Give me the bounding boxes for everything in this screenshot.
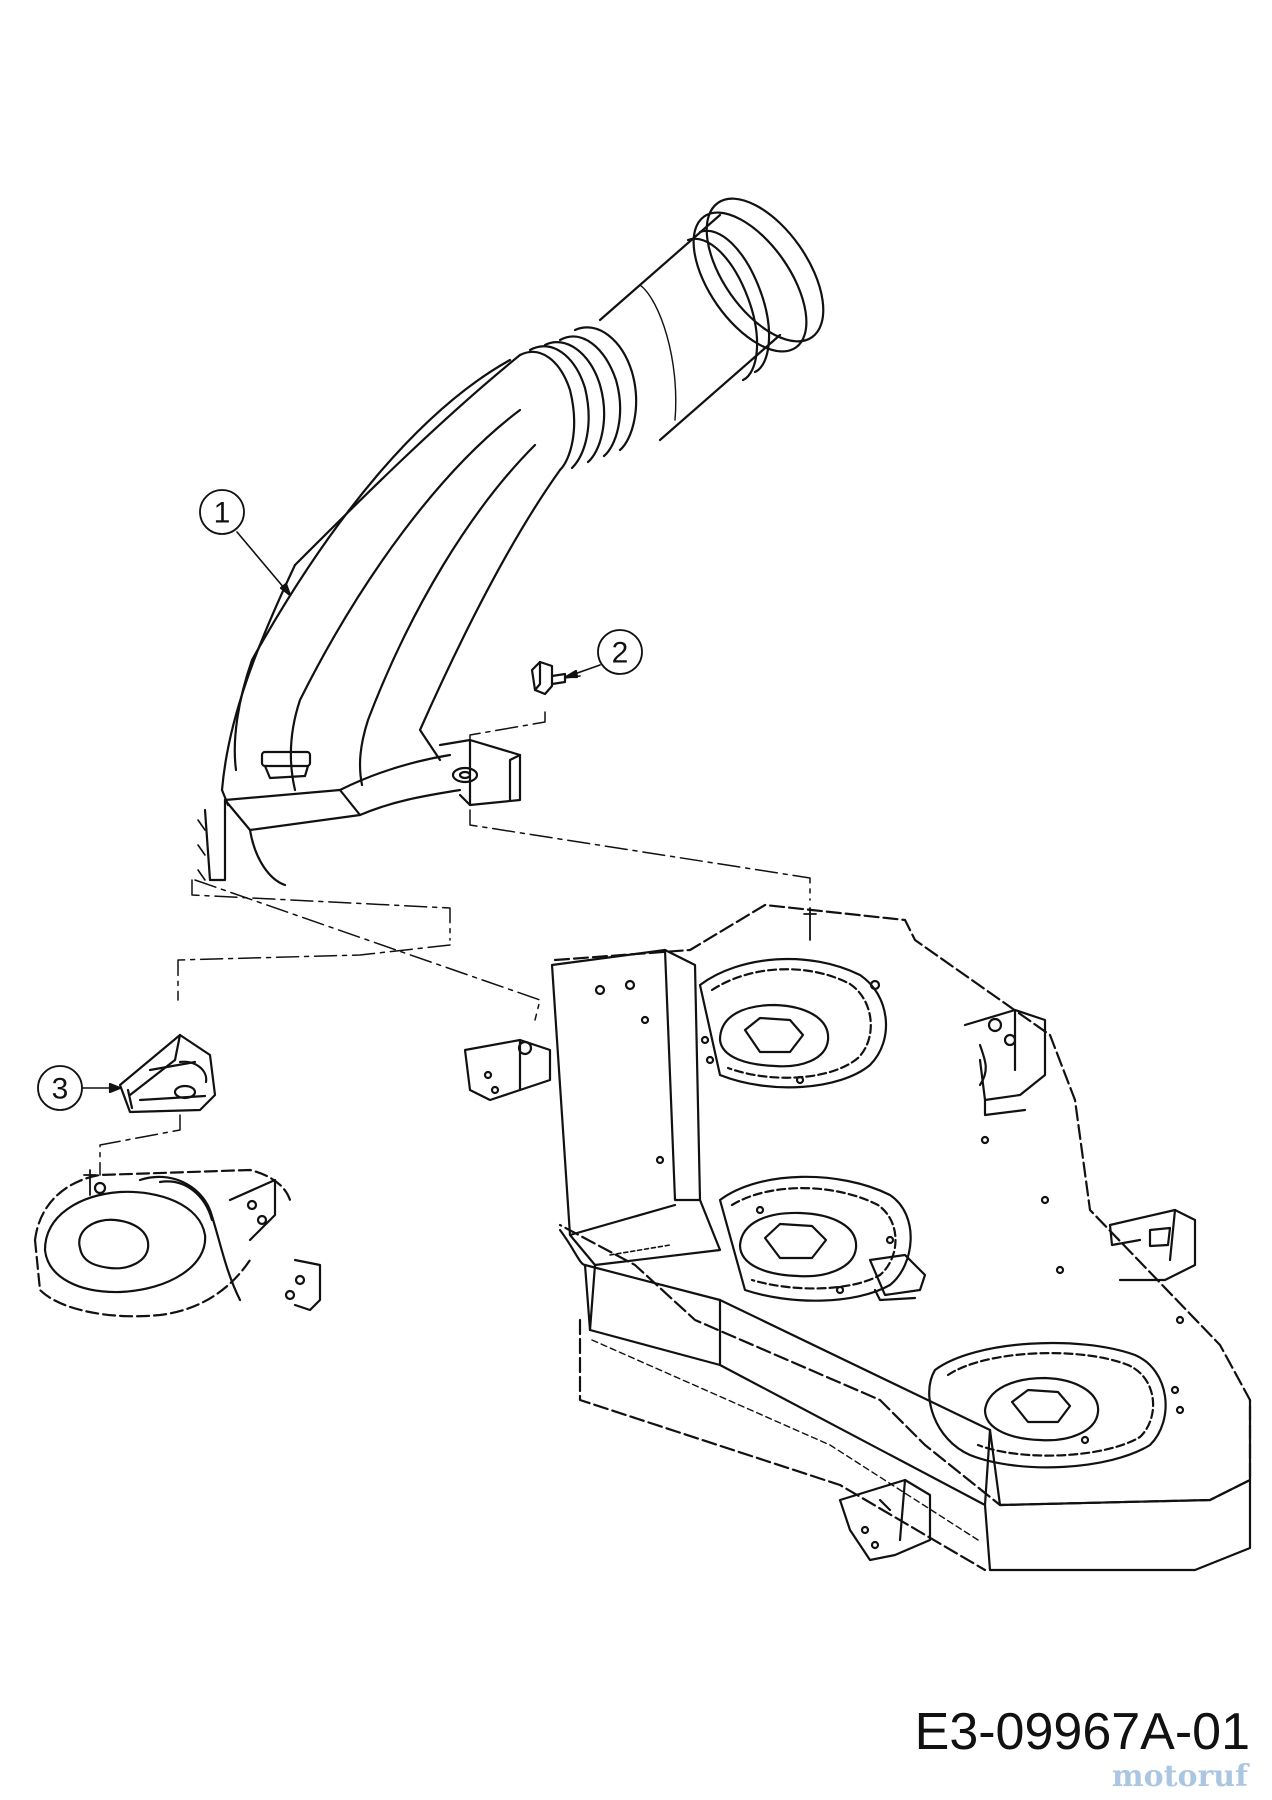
deck-detail-left <box>33 1168 322 1318</box>
callout-1: 1 <box>199 489 245 535</box>
callout-1-number: 1 <box>214 497 231 530</box>
callout-2-number: 2 <box>612 637 629 670</box>
callout-2-leader <box>564 664 601 679</box>
callout-3: 3 <box>37 1065 83 1111</box>
chute-bracket <box>118 1033 217 1114</box>
callout-3-number: 3 <box>52 1073 69 1106</box>
callout-2: 2 <box>597 629 643 675</box>
drawing-number: E3-09967A-01 <box>914 1703 1250 1761</box>
discharge-chute <box>197 197 825 887</box>
callout-3-leader <box>81 1082 122 1094</box>
mower-deck <box>463 903 1252 1572</box>
callout-1-leader <box>236 531 292 597</box>
alignment-lines <box>99 711 811 1176</box>
watermark-logo: motoruf <box>1111 1759 1248 1794</box>
